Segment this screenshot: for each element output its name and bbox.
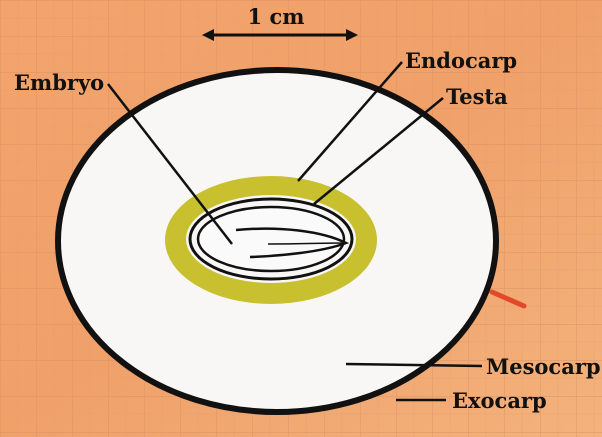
label-endocarp: Endocarp [405,48,517,73]
label-exocarp: Exocarp [452,388,547,413]
testa-inner [198,207,344,271]
label-mesocarp: Mesocarp [486,354,601,379]
label-embryo: Embryo [14,70,104,95]
label-testa: Testa [446,84,508,109]
scale-bar-label: 1 cm [248,4,305,29]
